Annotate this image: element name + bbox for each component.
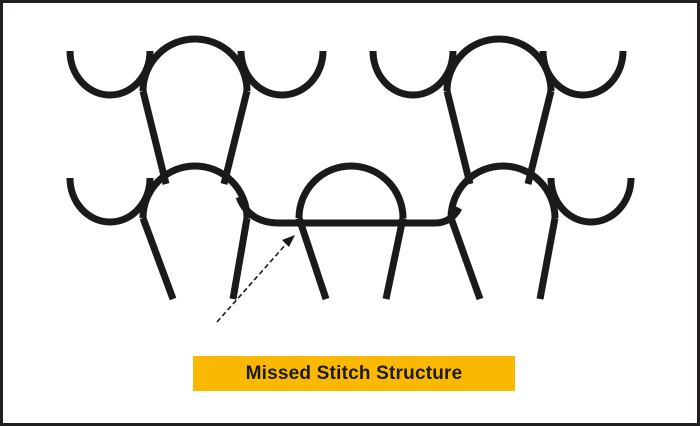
arrowhead-icon: [282, 235, 295, 247]
bottom-left-needle-loop-leg-2: [229, 217, 251, 300]
top-right-needle-loop-leg-2: [524, 90, 555, 185]
bottom-left-needle-loop-head: [139, 162, 251, 219]
caption-banner: Missed Stitch Structure: [193, 356, 515, 391]
top-course-left-group: [66, 35, 327, 185]
top-right-needle-loop-leg-1: [443, 90, 474, 185]
bottom-middle-loop-leg-2: [382, 217, 407, 300]
top-course-right-group: [369, 35, 627, 185]
top-right-needle-loop-head: [443, 35, 555, 92]
caption-text: Missed Stitch Structure: [245, 362, 463, 384]
bottom-left-sinker-loop: [66, 177, 154, 226]
bottom-right-needle-loop-head: [447, 162, 559, 219]
bottom-right-needle-loop-leg-2: [536, 217, 559, 300]
bottom-middle-loop-leg-1: [295, 216, 330, 301]
bottom-middle-loop-head: [295, 162, 407, 219]
pointer-arrow-line: [216, 242, 288, 323]
missed-stitch-diagram: [66, 35, 635, 323]
bottom-right-sinker-loop: [547, 177, 635, 226]
bottom-course: [66, 162, 635, 301]
top-left-needle-loop-leg-2: [220, 90, 251, 185]
top-left-sinker-loop-2: [237, 50, 327, 99]
top-left-needle-loop-head: [139, 35, 251, 92]
top-right-sinker-loop-1: [369, 50, 457, 99]
top-right-sinker-loop-2: [539, 50, 627, 99]
top-left-sinker-loop-1: [66, 50, 154, 99]
missed-stitch-float: [235, 195, 463, 227]
bottom-left-needle-loop-leg-1: [139, 216, 177, 301]
bottom-right-needle-loop-leg-1: [447, 216, 484, 301]
pointer-arrow: [216, 235, 295, 323]
top-left-needle-loop-leg-1: [139, 90, 170, 185]
